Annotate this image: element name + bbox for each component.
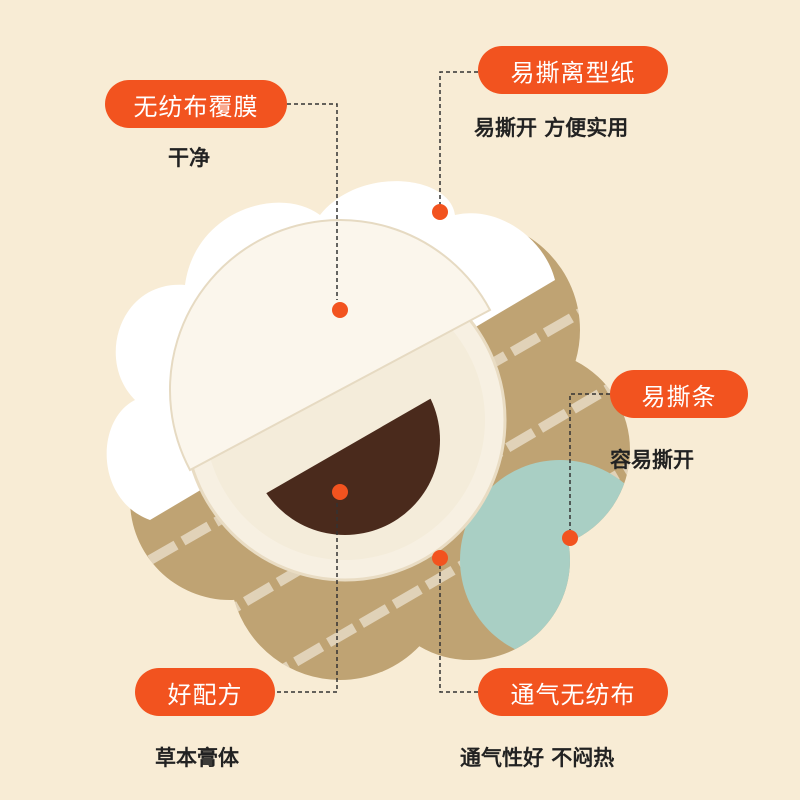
label-nonwoven-film: 无纺布覆膜 [105, 80, 287, 128]
subtitle-easy-tear-strip: 容易撕开 [610, 448, 694, 472]
subtitle-release-paper: 易撕开 方便实用 [474, 116, 629, 140]
label-easy-tear-strip: 易撕条 [610, 370, 748, 418]
label-breathable-nonwoven: 通气无纺布 [478, 668, 668, 716]
subtitle-formula: 草本膏体 [155, 746, 239, 770]
subtitle-nonwoven-film: 干净 [168, 146, 210, 170]
subtitle-breathable-nonwoven: 通气性好 不闷热 [460, 746, 615, 770]
leader-lines [277, 71, 610, 693]
label-formula: 好配方 [135, 668, 275, 716]
nonwoven-film [169, 219, 492, 472]
label-release-paper: 易撕离型纸 [478, 46, 668, 94]
marker-dots [332, 204, 578, 566]
